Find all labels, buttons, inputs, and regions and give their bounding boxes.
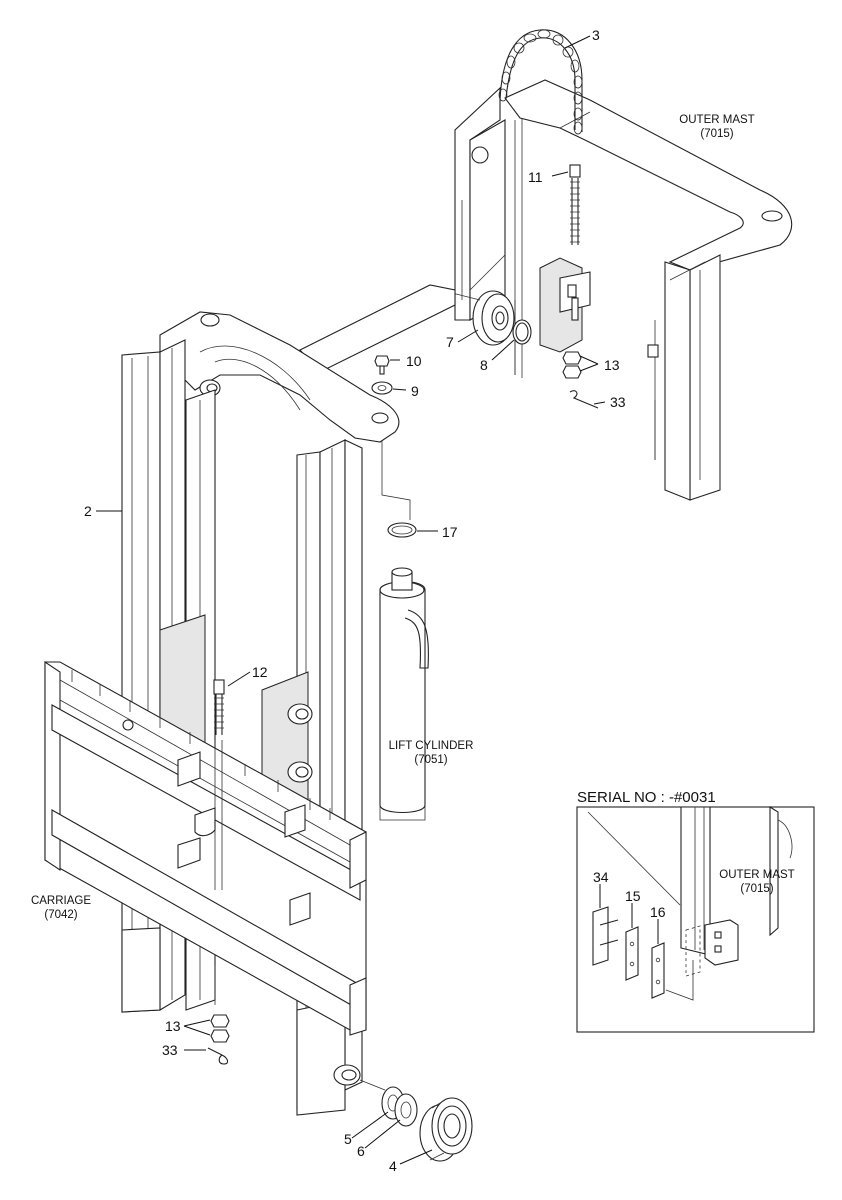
callout-33-lower: 33	[162, 1042, 178, 1058]
carriage-drawing	[44, 660, 367, 1036]
callout-2: 2	[84, 503, 92, 519]
callout-16: 16	[650, 904, 666, 920]
callout-10: 10	[406, 353, 422, 369]
inset-outer-mast-label: OUTER MAST	[719, 869, 794, 881]
inset-outer-mast-code: (7015)	[740, 883, 773, 895]
component-labels: OUTER MAST (7015) LIFT CYLINDER (7051) C…	[31, 114, 795, 921]
carriage-label: CARRIAGE	[31, 895, 91, 907]
callout-33-upper: 33	[610, 394, 626, 410]
lower-fasteners	[207, 1014, 230, 1065]
o-ring	[387, 522, 417, 538]
callout-12: 12	[252, 664, 268, 680]
callout-13-upper: 13	[604, 357, 620, 373]
chain-anchor-bolt	[213, 679, 225, 735]
bolt-and-washer	[371, 355, 393, 395]
outer-mast-label: OUTER MAST	[679, 114, 754, 126]
carriage-code: (7042)	[44, 909, 77, 921]
callout-34: 34	[593, 869, 609, 885]
outer-mast-drawing	[454, 79, 793, 501]
callout-4: 4	[389, 1158, 397, 1174]
serial-inset	[576, 806, 815, 1033]
callout-9: 9	[411, 383, 419, 399]
callout-numbers: 3 11 7 8 10 9 13 33 2 17 12 13 33 5 6 4 …	[84, 27, 666, 1174]
bearing-and-shims	[359, 1079, 473, 1162]
serial-number-label: SERIAL NO : -#0031	[577, 789, 716, 806]
lift-cylinder-code: (7051)	[414, 754, 447, 766]
outer-mast-code: (7015)	[700, 128, 733, 140]
lift-cylinder	[379, 440, 429, 821]
callout-15: 15	[625, 888, 641, 904]
callout-3: 3	[592, 27, 600, 43]
callout-8: 8	[480, 357, 488, 373]
callout-5: 5	[344, 1131, 352, 1147]
lift-chain	[498, 29, 583, 135]
lift-cylinder-label: LIFT CYLINDER	[389, 740, 474, 752]
callout-7: 7	[446, 334, 454, 350]
callout-11: 11	[528, 169, 543, 185]
callout-13-lower: 13	[165, 1018, 181, 1034]
chain-wheel	[439, 254, 532, 346]
leader-lines	[96, 35, 606, 1165]
callout-17: 17	[442, 524, 458, 540]
callout-6: 6	[357, 1143, 365, 1159]
